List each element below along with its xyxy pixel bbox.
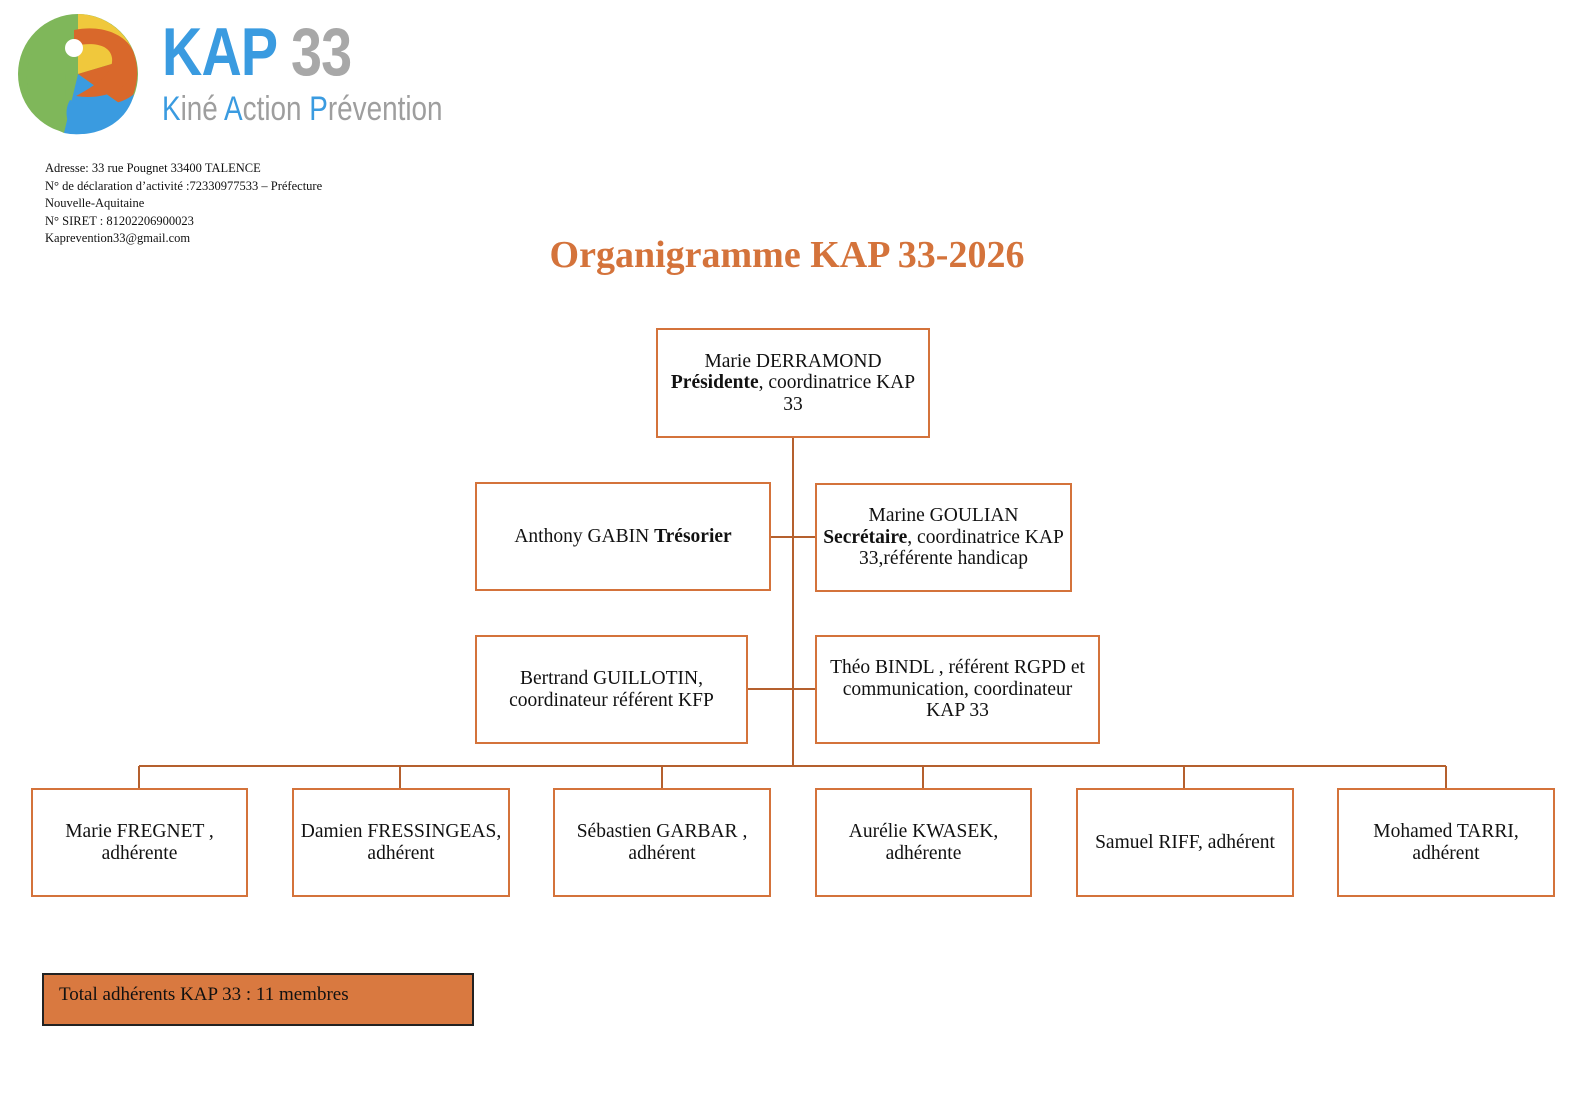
guillotin-text: Bertrand GUILLOTIN, coordinateur référen… xyxy=(509,668,714,711)
member-label: Sébastien GARBAR , adhérent xyxy=(576,821,748,864)
member-box-fressingeas: Damien FRESSINGEAS, adhérent xyxy=(292,788,510,897)
treasurer-name: Anthony GABIN xyxy=(514,525,655,547)
secretary-name: Marine GOULIAN xyxy=(868,505,1019,527)
member-box-garbar: Sébastien GARBAR , adhérent xyxy=(553,788,771,897)
siret-line: N° SIRET : 81202206900023 xyxy=(45,213,194,228)
bindl-box: Théo BINDL , référent RGPD et communicat… xyxy=(815,635,1100,744)
page-title: Organigramme KAP 33-2026 xyxy=(549,234,1025,276)
member-box-kwasek: Aurélie KWASEK, adhérente xyxy=(815,788,1032,897)
kap33-logo-icon xyxy=(18,14,138,135)
treasurer-box: Anthony GABIN Trésorier xyxy=(475,482,771,591)
brand-name: KAP 33 xyxy=(162,14,352,90)
president-detail: , coordinatrice KAP 33 xyxy=(758,372,916,415)
treasurer-role: Trésorier xyxy=(654,525,732,547)
president-name: Marie DERRAMOND xyxy=(704,350,882,372)
member-label: Mohamed TARRI, adhérent xyxy=(1373,821,1519,864)
president-box: Marie DERRAMOND Présidente, coordinatric… xyxy=(656,328,930,438)
address-block: Adresse: 33 rue Pougnet 33400 TALENCE N°… xyxy=(45,160,322,248)
member-box-riff: Samuel RIFF, adhérent xyxy=(1076,788,1294,897)
president-role: Présidente xyxy=(670,372,759,394)
total-members-banner: Total adhérents KAP 33 : 11 membres xyxy=(42,973,474,1026)
member-box-tarri: Mohamed TARRI, adhérent xyxy=(1337,788,1555,897)
guillotin-box: Bertrand GUILLOTIN, coordinateur référen… xyxy=(475,635,748,744)
bindl-text: Théo BINDL , référent RGPD et communicat… xyxy=(830,657,1085,722)
declaration-line: N° de déclaration d’activité :7233097753… xyxy=(45,178,323,193)
secretary-role: Secrétaire xyxy=(823,526,908,548)
member-label: Aurélie KWASEK, adhérente xyxy=(848,821,999,864)
brand-tagline: Kiné Action Prévention xyxy=(162,90,443,128)
member-box-fregnet: Marie FREGNET , adhérente xyxy=(31,788,248,897)
secretary-box: Marine GOULIAN Secrétaire, coordinatrice… xyxy=(815,483,1072,592)
secretary-detail: , coordinatrice KAP 33,référente handica… xyxy=(859,526,1064,570)
member-label: Marie FREGNET , adhérente xyxy=(65,821,214,864)
member-label: Samuel RIFF, adhérent xyxy=(1095,831,1275,853)
address-line: Adresse: 33 rue Pougnet 33400 TALENCE xyxy=(45,161,261,175)
region-line: Nouvelle-Aquitaine xyxy=(45,196,145,210)
member-label: Damien FRESSINGEAS, adhérent xyxy=(300,821,502,864)
email-line: Kaprevention33@gmail.com xyxy=(45,231,191,245)
